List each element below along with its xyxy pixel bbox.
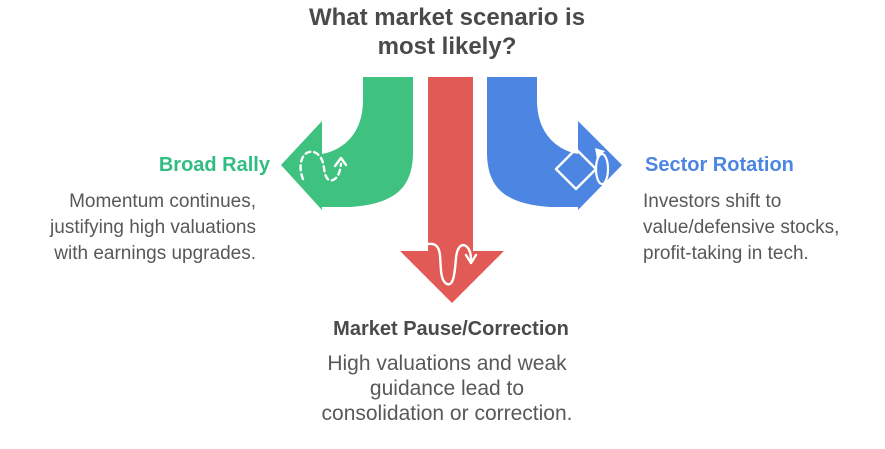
correction-wave-icon [426,242,478,286]
market-pause-label: Market Pause/Correction [333,318,569,340]
sector-rotation-description: Investors shift to value/defensive stock… [643,191,840,264]
rotation-diamond-icon [554,147,610,191]
market-pause-description: High valuations and weak guidance lead t… [321,352,573,425]
broad-rally-label: Broad Rally [158,154,270,176]
broad-rally-description: Momentum continues, justifying high valu… [50,191,256,264]
sector-rotation-label: Sector Rotation [645,154,794,176]
market-pause-arrow [400,77,504,303]
sector-rotation-arrow [487,77,622,210]
page-title: What market scenario is most likely? [308,4,586,60]
broad-rally-arrow [281,77,413,210]
momentum-dashed-arrow-icon [299,150,348,182]
